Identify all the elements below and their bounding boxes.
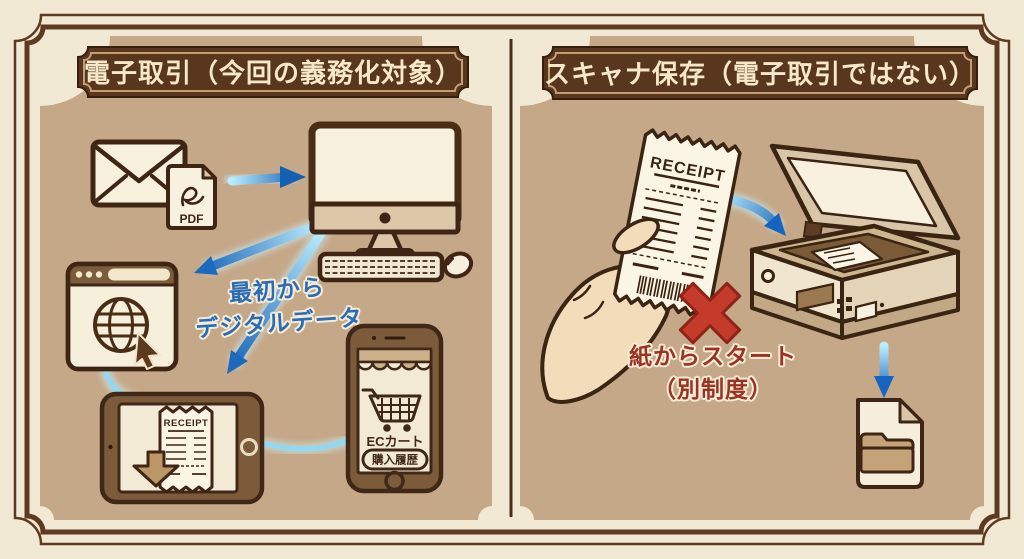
arrow-monitor-to-tablet [227,224,330,374]
tablet-receipt-title: RECEIPT [164,418,209,429]
arrow-monitor-to-browser [194,217,326,275]
history-button: 購入履歴 [361,448,429,471]
cursor-icon [134,332,161,370]
cart-icon [361,388,422,432]
scanner-control-panel [761,269,885,323]
arrow-pdf-to-monitor [224,166,306,189]
pdf-label: PDF [180,212,204,226]
phone-cart-label: ECカート [366,434,423,449]
paper-receipt: RECEIPT [612,128,742,319]
pdf-file-icon: PDF [166,164,217,230]
keyboard-icon [317,251,445,283]
mouse-icon [442,251,474,279]
history-button-label: 購入履歴 [371,453,418,467]
paper-start-caption-line2: （別制度） [653,375,773,402]
tablet-receipt-icon: RECEIPT [99,391,265,505]
scanner-icon [749,143,961,340]
shop-awning [356,347,433,371]
right-panel-title: スキャナ保存（電子取引ではない） [544,59,976,89]
document-folder-icon [856,398,924,489]
scanned-document [810,240,884,272]
left-title-plaque: 電子取引（今回の義務化対象） [77,46,469,98]
decorative-frame [13,13,1011,546]
download-arrow-icon [132,450,180,488]
arrow-scanner-to-folder [874,338,894,398]
digital-data-caption: 最初から デジタルデータ [176,267,380,346]
paper-start-caption: 紙からスタート （別制度） [608,340,818,405]
thumb [612,217,660,255]
smartphone-ec-icon: ECカート 購入履歴 [345,323,444,494]
envelope-icon [90,139,188,208]
left-panel-title: 電子取引（今回の義務化対象） [84,58,462,88]
x-mark-icon [678,281,742,345]
right-title-plaque: スキャナ保存（電子取引ではない） [542,46,978,100]
paper-start-caption-line1: 紙からスタート [629,343,797,369]
curve-phone-to-tablet [260,435,352,455]
browser-globe-icon [65,261,179,372]
desktop-computer-icon [308,121,474,283]
hand-receipt-icon: RECEIPT [540,128,742,404]
